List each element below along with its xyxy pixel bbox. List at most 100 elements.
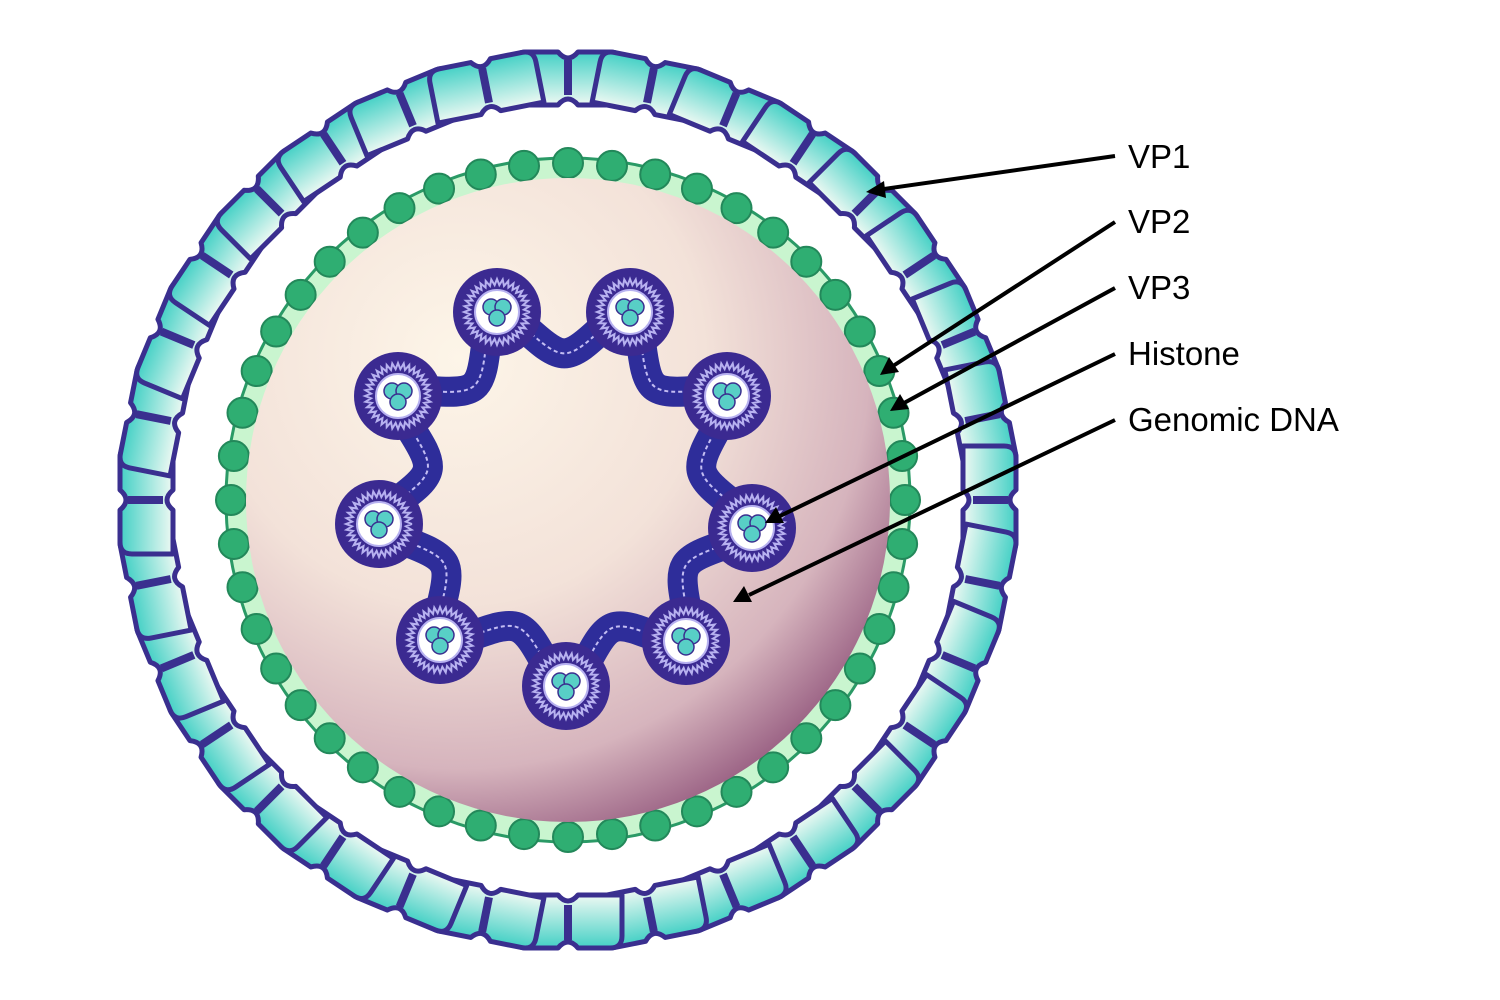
vp2-protein	[843, 652, 876, 685]
vp1-capsomere-divider	[159, 651, 196, 673]
histone-annotation: Histone	[765, 335, 1240, 523]
vp1-capsomere-divider	[478, 896, 493, 933]
histone-subunit	[557, 683, 575, 701]
vp2-protein	[260, 652, 293, 685]
nucleosome	[642, 597, 730, 685]
vp2-protein	[552, 147, 584, 179]
vp2-annotation: VP2	[880, 203, 1190, 375]
vp2-protein	[886, 527, 919, 560]
nucleosome-dna-coil	[594, 276, 666, 348]
vp2-protein	[680, 172, 713, 205]
vp1-capsomere-divider	[851, 783, 882, 814]
vp2-protein	[240, 612, 273, 645]
vp1-capsomere	[427, 49, 547, 126]
vp2-protein	[757, 751, 790, 784]
vp1-capsomere-divider	[159, 327, 196, 349]
histone-leader-line	[779, 352, 1116, 518]
vp2-protein	[680, 795, 713, 828]
vp2-protein	[284, 689, 317, 722]
vp2-arrowhead	[880, 357, 899, 375]
vp3-annotation: VP3	[890, 269, 1190, 411]
vp2-protein	[639, 809, 672, 842]
vp2-protein	[757, 216, 790, 249]
vp2-protein	[464, 809, 497, 842]
nucleosome	[354, 352, 442, 440]
vp2-label: VP2	[1128, 203, 1190, 240]
vp1-arrowhead	[866, 181, 886, 198]
vp2-protein	[595, 818, 628, 851]
vp1-capsomere-divider	[135, 410, 172, 425]
nucleosome-dna-coil	[691, 360, 763, 432]
vp2-protein	[790, 722, 823, 755]
vp2-protein	[464, 158, 497, 191]
vp2-protein	[877, 571, 910, 604]
vp2-protein	[226, 396, 259, 429]
vp3-arrowhead	[890, 394, 909, 411]
vp2-protein	[819, 689, 852, 722]
vp2-protein	[215, 484, 247, 516]
nucleosome	[586, 268, 674, 356]
histone-subunit	[718, 393, 736, 411]
vp1-leader-line	[883, 154, 1116, 191]
vp2-protein	[790, 245, 823, 278]
vp1-capsomere-divider	[964, 575, 1001, 590]
vp2-protein	[383, 775, 416, 808]
vp2-protein	[639, 158, 672, 191]
vp1-capsomere-divider	[254, 186, 285, 217]
histone-subunit	[743, 525, 761, 543]
vp1-capsomere-divider	[643, 896, 658, 933]
annotation-leaders: VP1 VP2 VP3 Histone Genomic DNA	[733, 138, 1339, 602]
vp1-capsomere-divider	[789, 834, 816, 869]
vp1-capsomere-divider	[135, 575, 172, 590]
histone-subunit	[488, 309, 506, 327]
genomic-dna-annotation: Genomic DNA	[733, 401, 1339, 602]
vp1-capsomere-divider	[478, 67, 493, 104]
nucleosome-dna-coil	[362, 360, 434, 432]
vp1-capsomere-divider	[940, 327, 977, 349]
vp2-protein	[720, 192, 753, 225]
vp2-protein	[508, 149, 541, 182]
nucleosome	[522, 642, 610, 730]
vp2-protein	[383, 192, 416, 225]
vp2-protein	[423, 795, 456, 828]
vp2-protein	[313, 245, 346, 278]
nucleosome	[683, 352, 771, 440]
nucleosome	[396, 596, 484, 684]
genomic-dna-strand	[378, 310, 753, 688]
vp1-capsomere-divider	[199, 252, 234, 279]
vp1-capsomere-divider	[254, 783, 285, 814]
vp2-protein	[217, 440, 250, 473]
vp2-protein	[423, 172, 456, 205]
genomic-dna-arrowhead	[733, 586, 752, 602]
vp2-protein	[552, 821, 584, 853]
vp1-capsomere-divider	[902, 252, 937, 279]
histone-subunit	[431, 637, 449, 655]
vp1-capsomere-divider	[789, 131, 816, 166]
vp2-protein	[720, 775, 753, 808]
vp1-capsomere-divider	[320, 834, 347, 869]
vp1-capsomere-divider	[719, 91, 741, 128]
histone-subunit	[389, 393, 407, 411]
nucleosome-dna-coil	[343, 488, 415, 560]
histone-label: Histone	[1128, 335, 1240, 372]
nucleosome-dna-coil	[716, 492, 788, 564]
vp1-capsomere-divider	[199, 721, 234, 748]
vp1-capsomere-divider	[719, 872, 741, 909]
vp2-protein	[260, 315, 293, 348]
vp1-capsomere-divider	[395, 91, 417, 128]
vp2-protein	[595, 149, 628, 182]
vp2-protein	[346, 216, 379, 249]
vp3-label: VP3	[1128, 269, 1190, 306]
vp2-protein	[284, 278, 317, 311]
vp1-annotation: VP1	[866, 138, 1190, 198]
genomic-dna-minichromosome	[335, 268, 796, 730]
vp1-label: VP1	[1128, 138, 1190, 175]
histone-subunit	[677, 638, 695, 656]
vp2-protein	[226, 571, 259, 604]
nucleosome	[453, 268, 541, 356]
nucleosome	[335, 480, 423, 568]
nucleosome	[708, 484, 796, 572]
vp1-capsomeres	[117, 49, 1019, 951]
vp2-protein	[313, 722, 346, 755]
genomic-dna-leader-line	[748, 418, 1116, 597]
